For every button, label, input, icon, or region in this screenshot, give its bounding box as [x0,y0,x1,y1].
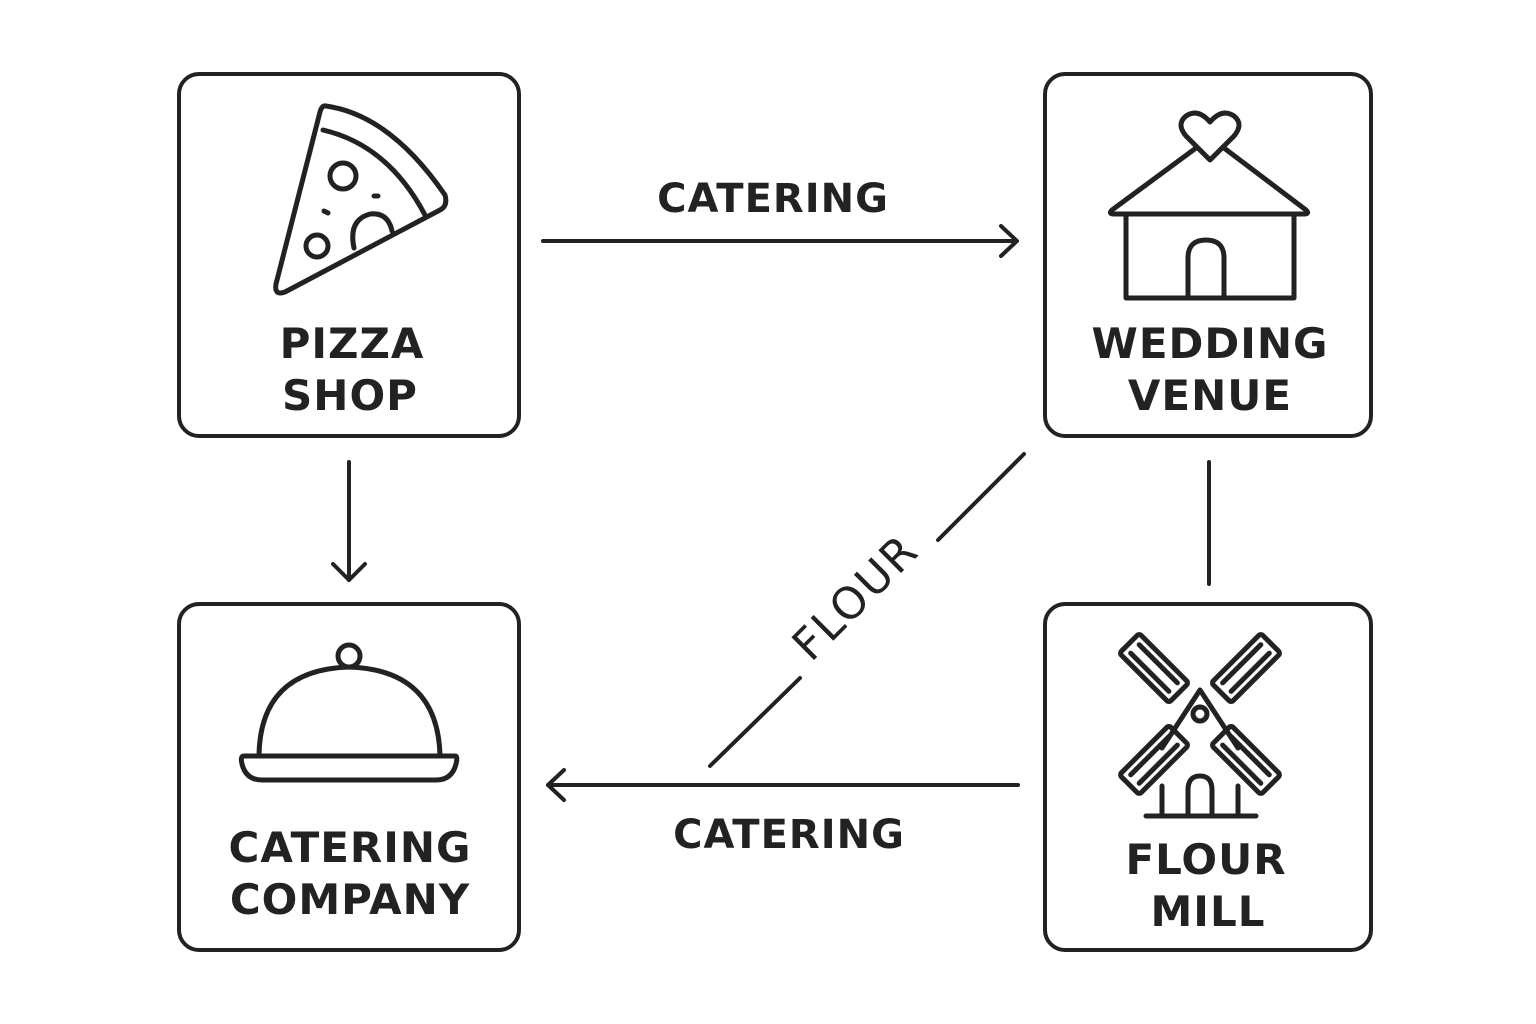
pizza-slice-icon [273,103,449,296]
edge-line [936,452,1026,542]
windmill-icon [1118,632,1282,819]
node-label-line1: PIZZA [280,319,425,368]
node-box [177,602,521,952]
edge-label: CATERING [673,812,905,858]
edge-label: CATERING [657,176,889,222]
arrow-head-icon [546,768,566,802]
arrow-head-icon [999,224,1019,258]
node-label-line2: MILL [1151,887,1266,936]
node-label-line1: FLOUR [1125,835,1286,884]
node-label-line1: WEDDING [1092,319,1329,368]
house-heart-icon [1107,110,1311,301]
cloche-icon [238,642,460,783]
edge-mill-to-catering[interactable]: CATERING [546,768,1020,858]
node-catering-company[interactable]: CATERING COMPANY [177,602,521,952]
node-flour-mill[interactable]: FLOUR MILL [1043,602,1373,952]
edge-pizza-to-catering[interactable] [331,460,367,582]
node-label-line2: VENUE [1128,371,1292,420]
arrow-head-icon [331,562,367,582]
node-label-line2: COMPANY [230,875,470,924]
node-label-line2: SHOP [282,371,418,420]
edge-label: FLOUR [783,525,929,671]
node-wedding-venue[interactable]: WEDDING VENUE [1043,72,1373,438]
node-label-line1: CATERING [229,823,472,872]
node-pizza-shop[interactable]: PIZZA SHOP [177,72,521,438]
edge-venue-to-catering[interactable]: FLOUR [708,452,1026,768]
node-box [1043,72,1373,438]
node-box [177,72,521,438]
edge-pizza-to-venue[interactable]: CATERING [541,176,1019,258]
edge-line [708,676,802,768]
